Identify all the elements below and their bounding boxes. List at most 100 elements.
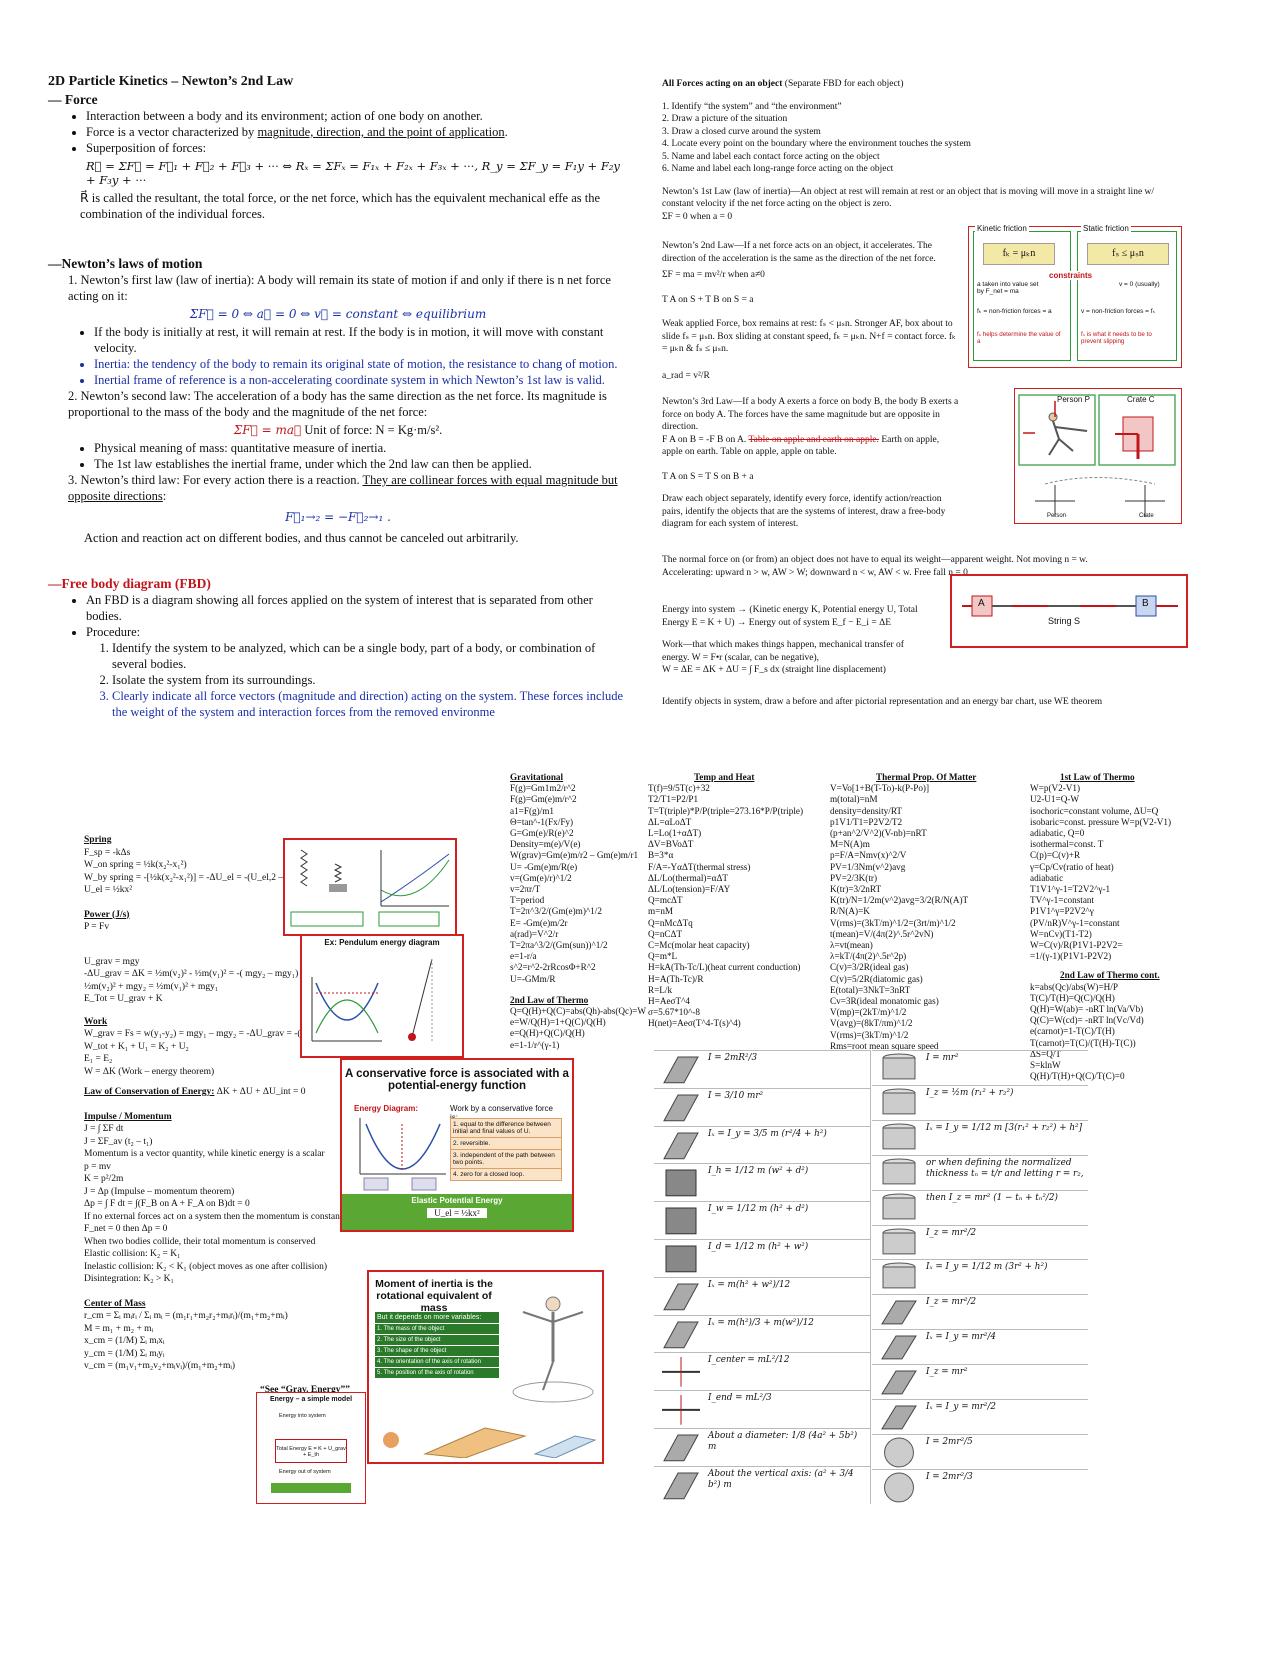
gravitational-formula: U= -Gm(e)m/R(e) <box>510 861 578 872</box>
inertia-row: or when defining the normalized thicknes… <box>872 1154 1088 1191</box>
force-bullet-1: Interaction between a body and its envir… <box>86 108 628 124</box>
spring-heading: Spring <box>84 835 112 845</box>
identify-text: Identify objects in system, draw a befor… <box>662 697 1103 707</box>
inertia-row: About a diameter: 1/8 (4a² + 5b²) m <box>654 1428 870 1467</box>
third-law-text: Newton’s 3rd Law—If a body A exerts a fo… <box>662 397 959 432</box>
third-law-equation: F A on B = -F B on A. Table on apple and… <box>662 434 940 458</box>
impulse-formula: J = ∫ ΣF dt <box>84 1124 124 1134</box>
tension2-equation: T A on S = T S on B + a <box>662 471 754 482</box>
first-law-equation: ΣF = 0 when a = 0 <box>662 211 733 222</box>
power-heading: Power (J/s) <box>84 909 130 920</box>
law2-bullet-1: Physical meaning of mass: quantitative m… <box>94 440 628 456</box>
spring-figure <box>283 838 457 936</box>
inertia-shape-icon <box>662 1357 700 1388</box>
impulse-formula: Δp = ∫ F dt = ∫(F_B on A + F_A on B)dt =… <box>84 1199 250 1209</box>
law1-equation: ΣF⃗ = 0 ⇔ a⃗ = 0 ⇔ v⃗ = constant ⇔ equil… <box>189 307 487 321</box>
inertia-formula: Iₓ = m(h²)/3 + m(w²)/12 <box>708 1317 814 1328</box>
thermal-prop-formula: R/N(A)=K <box>830 906 870 917</box>
second-law-cont-heading: 2nd Law of Thermo cont. <box>1060 970 1160 981</box>
grav-energy-formula: E_Tot = U_grav + K <box>84 994 163 1004</box>
impulse-formula: J = ΣF_av (t₂ – t₁) <box>84 1136 153 1147</box>
inertia-formula: I_center = mL²/12 <box>708 1355 790 1366</box>
grav-energy-formula: U_grav = mgy <box>84 956 140 967</box>
temp-heat-formula: F/A=-YαΔT(thermal stress) <box>648 861 751 872</box>
person-label: Person P <box>1057 395 1090 404</box>
crate-foot-label: Crate <box>1139 513 1154 519</box>
static-friction-label: Static friction <box>1081 224 1131 233</box>
temp-heat-formula: ΔV=BVoΔT <box>648 839 694 850</box>
inertia-row: Iₓ = I_y = 1/12 m [3(r₁² + r₂²) + h²] <box>872 1119 1088 1156</box>
gravitational-formula: W(grav)=Gm(e)m/r2 – Gm(e)m/r1 <box>510 850 639 861</box>
thermal-prop-heading: Thermal Prop. Of Matter <box>876 772 977 782</box>
grav-energy-formula: -ΔU_grav = ΔK = ½m(v₂)² - ½m(v₁)² = -( m… <box>84 969 299 979</box>
temp-heat-formula: H=A(Th-Tc)/R <box>648 973 704 984</box>
fbd-step-3: Clearly indicate all force vectors (magn… <box>112 688 628 720</box>
temp-heat-formula: ΔL/Lo(tension)=F/AY <box>648 884 731 895</box>
elastic-pe-banner: Elastic Potential Energy U_el = ½kx² <box>342 1194 572 1230</box>
law2-text: 2. Newton’s second law: The acceleration… <box>68 389 607 419</box>
center-of-mass-formula: x_cm = (1/M) Σᵢ mᵢxᵢ <box>84 1336 165 1346</box>
block-a-label: A <box>978 598 985 609</box>
inertia-formula: About the vertical axis: (a² + 3/4 b²) m <box>708 1468 854 1490</box>
work-lines: W_grav = Fs = w(y₁-y₂) = mgy₁ – mgy₂ = -… <box>84 1028 383 1078</box>
inertia-shape-icon <box>882 1088 916 1115</box>
figure-skater-illustration <box>512 1296 594 1403</box>
second-law-cont-formula: Q(C)=W(cd)= -nRT ln(Vc/Vd) <box>1030 1015 1144 1026</box>
gravitational-formula: Θ=tan^-1(Fx/Fy) <box>510 816 574 827</box>
fbd-step-1: Identify the system to be analyzed, whic… <box>112 640 628 672</box>
second-law-cont-formula: e(carnot)=1-T(C)/T(H) <box>1030 1026 1115 1037</box>
inertia-row: I_z = mr² <box>872 1364 1088 1400</box>
gravitational-formula: E= -Gm(e)m/2r <box>510 917 568 928</box>
conservative-item-3: 3. independent of the path between two p… <box>451 1150 561 1169</box>
second-law-cont-formula: ΔS=Q/T <box>1030 1048 1061 1059</box>
inertia-row: I_h = 1/12 m (w² + d²) <box>654 1163 870 1202</box>
temp-heat-formula: C=Mc(molar heat capacity) <box>648 940 750 951</box>
impulse-formula: J = Δp (Impulse – momentum theorem) <box>84 1186 235 1197</box>
inertia-row: I = 2mR²/3 <box>654 1050 870 1089</box>
friction-note-b: v = 0 (usually) <box>1119 281 1160 288</box>
impulse-formula: p = mv <box>84 1161 111 1172</box>
force-heading: — Force <box>48 92 98 107</box>
second-law-thermo-formula: e=1-1/r^(γ-1) <box>510 1039 560 1050</box>
inertia-formula: I_z = ½m (r₁² + r₂²) <box>926 1087 1014 1098</box>
work-formula: E₁ = E₂ <box>84 1054 113 1064</box>
string-label: String S <box>1048 616 1081 626</box>
center-of-mass-formula: r_cm = Σᵢ mᵢrᵢ / Σᵢ mᵢ = (m₁r₁+m₂r₂+mᵢrᵢ… <box>84 1311 288 1321</box>
moi-title: Moment of inertia is the rotational equi… <box>375 1278 493 1314</box>
temp-heat-formula: T(f)=9/5T(c)+32 <box>648 783 710 794</box>
thermal-prop-formula: V(avg)=(8kT/πm)^1/2 <box>830 1018 913 1029</box>
first-law-thermo-formula: (PV/nR)V^γ-1=constant <box>1030 917 1120 928</box>
step-2: 2. Draw a picture of the situation <box>662 114 788 124</box>
law3-equation: F⃗₁→₂ = −F⃗₂→₁ . <box>285 510 391 524</box>
temp-heat-formula: σ=5.67*10^-8 <box>648 1007 700 1018</box>
conservative-item-4: 4. zero for a closed loop. <box>453 1171 525 1178</box>
thermal-prop-formula: C(v)=5/2R(diatomic gas) <box>830 973 923 984</box>
gravitational-formula: G=Gm(e)/R(e)^2 <box>510 828 574 839</box>
arad-equation: a_rad = v²/R <box>662 370 710 381</box>
first-law-thermo-formula: =1/(γ-1)(P1V1-P2V2) <box>1030 951 1112 962</box>
inertia-row: I = 2mr²/5 <box>872 1433 1088 1470</box>
thermal-prop-formula: PV=2/3K(tr) <box>830 872 878 883</box>
person-foot-label: Person <box>1047 513 1067 519</box>
force-bullet-2: Force is a vector characterized by magni… <box>86 124 628 140</box>
inertia-shape-icon <box>882 1158 916 1185</box>
inertia-shape-icon <box>663 1472 699 1500</box>
laws-heading: —Newton’s laws of motion <box>48 256 203 271</box>
first-law-thermo-formula: adiabatic <box>1030 872 1064 883</box>
total-energy-box: Total Energy E = K + U_grav + E_th <box>275 1439 347 1463</box>
second-law-thermo-formula: e=Q(H)+Q(C)/Q(H) <box>510 1028 585 1039</box>
second-law-thermo-heading: 2nd Law of Thermo <box>510 994 589 1005</box>
first-law-thermo-formula: γ=Cp/Cv(ratio of heat) <box>1030 861 1114 872</box>
second-law-cont-formula: T(carnot)=T(C)/(T(H)-T(C)) <box>1030 1037 1136 1048</box>
rod-and-plate-illustrations <box>383 1427 597 1458</box>
inertia-formula: Iₓ = I_y = 1/12 m (3r² + h²) <box>926 1262 1048 1273</box>
gravitational-formula: F(g)=Gm(e)m/r^2 <box>510 794 577 805</box>
energy-into-label: Energy into system <box>279 1413 326 1419</box>
inertia-shape-icon <box>882 1228 916 1254</box>
